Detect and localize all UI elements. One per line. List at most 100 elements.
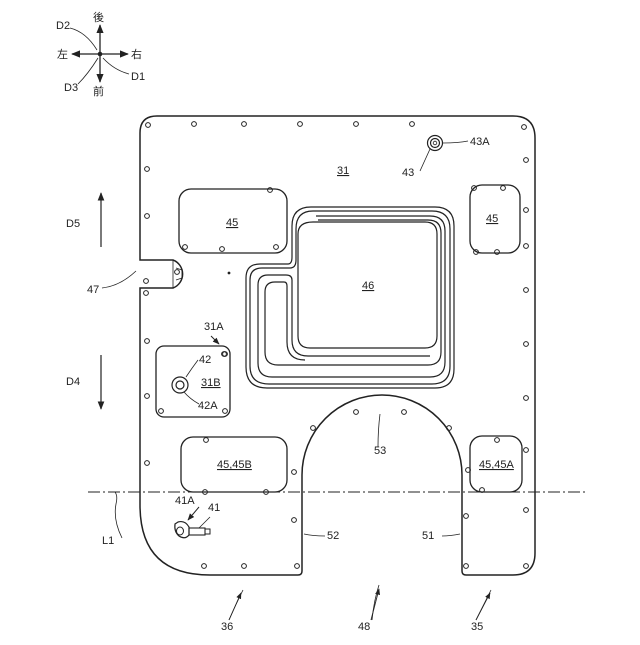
center-frame	[246, 207, 454, 388]
label-notch: 47	[87, 284, 99, 296]
bolt-leader	[199, 517, 210, 528]
region-31a-arrow	[211, 336, 219, 344]
label-pad-lower-left: 45,45B	[217, 459, 252, 471]
d3-label: D3	[64, 82, 78, 94]
d1-label: D1	[131, 71, 145, 83]
label-bolt-head: 41A	[175, 495, 195, 507]
screw-hole	[146, 123, 151, 128]
label-l1: L1	[102, 535, 114, 547]
screw-hole	[524, 208, 529, 213]
screw-hole	[220, 247, 225, 252]
screw-hole	[295, 564, 300, 569]
screw-hole	[524, 564, 529, 569]
screw-hole	[274, 245, 279, 250]
screw-hole	[145, 461, 150, 466]
screw-hole	[524, 342, 529, 347]
label-fitting-hole: 42A	[198, 400, 218, 412]
label-pad-upper-left: 45	[226, 217, 238, 229]
center-mark-dot	[228, 272, 231, 275]
screw-hole	[145, 339, 150, 344]
direction-indicator: 後 前 左 右 D2 D1 D3	[56, 10, 145, 98]
side-right-arrow	[476, 593, 490, 620]
screw-hole	[501, 186, 506, 191]
label-bolt: 41	[208, 502, 220, 514]
label-edge-right: 51	[422, 530, 434, 542]
port-inner-leader	[443, 141, 468, 143]
screw-hole	[144, 291, 149, 296]
origin-dot	[98, 52, 103, 57]
screw-hole	[242, 564, 247, 569]
screw-hole	[298, 122, 303, 127]
label-fitting: 42	[199, 354, 211, 366]
side-left-arrow	[229, 593, 241, 620]
label-arch: 53	[374, 445, 386, 457]
port-leader	[420, 149, 430, 171]
edge-left-leader	[304, 534, 325, 536]
screw-hole	[524, 244, 529, 249]
screw-hole	[311, 426, 316, 431]
d1-leader	[103, 58, 129, 74]
screw-hole	[268, 188, 273, 193]
left-label: 左	[57, 48, 68, 61]
label-side-right: 35	[471, 621, 483, 633]
screw-hole	[524, 396, 529, 401]
screw-hole	[242, 122, 247, 127]
screw-hole	[175, 270, 180, 275]
fitting-leader	[186, 360, 198, 377]
label-side-left: 36	[221, 621, 233, 633]
label-plate: 31	[337, 165, 349, 177]
opening-arrow	[371, 589, 379, 620]
label-pad-lower-right: 45,45A	[479, 459, 515, 471]
screw-hole	[524, 158, 529, 163]
label-plate-region: 31A	[204, 321, 224, 333]
port-outer	[428, 136, 443, 151]
label-port: 43	[402, 167, 414, 179]
screw-hole	[524, 508, 529, 513]
label-center-frame: 46	[362, 280, 374, 292]
l1-leader	[115, 492, 122, 538]
label-edge-left: 52	[327, 530, 339, 542]
screw-hole	[192, 122, 197, 127]
screw-hole	[204, 438, 209, 443]
screw-hole	[354, 410, 359, 415]
screw-hole	[183, 245, 188, 250]
screw-hole	[223, 409, 228, 414]
screw-hole	[464, 564, 469, 569]
d2-leader	[70, 28, 97, 50]
label-pad-upper-right: 45	[486, 213, 498, 225]
screw-hole	[144, 279, 149, 284]
edge-right-leader	[442, 534, 460, 536]
label-d5: D5	[66, 218, 80, 230]
d2-label: D2	[56, 20, 70, 32]
screw-hole	[522, 125, 527, 130]
fitting-hole-leader	[184, 392, 199, 404]
screw-hole	[524, 288, 529, 293]
screw-hole	[402, 410, 407, 415]
fitting-inner	[176, 381, 184, 389]
label-region-b: 31B	[201, 377, 221, 389]
screw-hole	[464, 514, 469, 519]
port-inner	[431, 139, 440, 148]
screw-hole	[145, 214, 150, 219]
screw-hole	[495, 438, 500, 443]
bolt	[175, 522, 210, 538]
screw-hole	[292, 470, 297, 475]
screw-hole	[524, 448, 529, 453]
port-core	[433, 141, 437, 145]
label-d4: D4	[66, 376, 80, 388]
label-port-inner: 43A	[470, 136, 490, 148]
right-label: 右	[131, 47, 142, 61]
notch-leader	[102, 271, 136, 288]
screw-hole	[495, 250, 500, 255]
screw-hole	[202, 564, 207, 569]
front-label: 前	[93, 84, 104, 98]
screw-hole	[354, 122, 359, 127]
screw-hole	[145, 394, 150, 399]
arch-leader	[378, 414, 380, 447]
screw-hole	[145, 167, 150, 172]
screw-hole	[159, 409, 164, 414]
label-opening: 48	[358, 621, 370, 633]
fitting-outer	[172, 377, 188, 393]
screw-hole	[292, 518, 297, 523]
